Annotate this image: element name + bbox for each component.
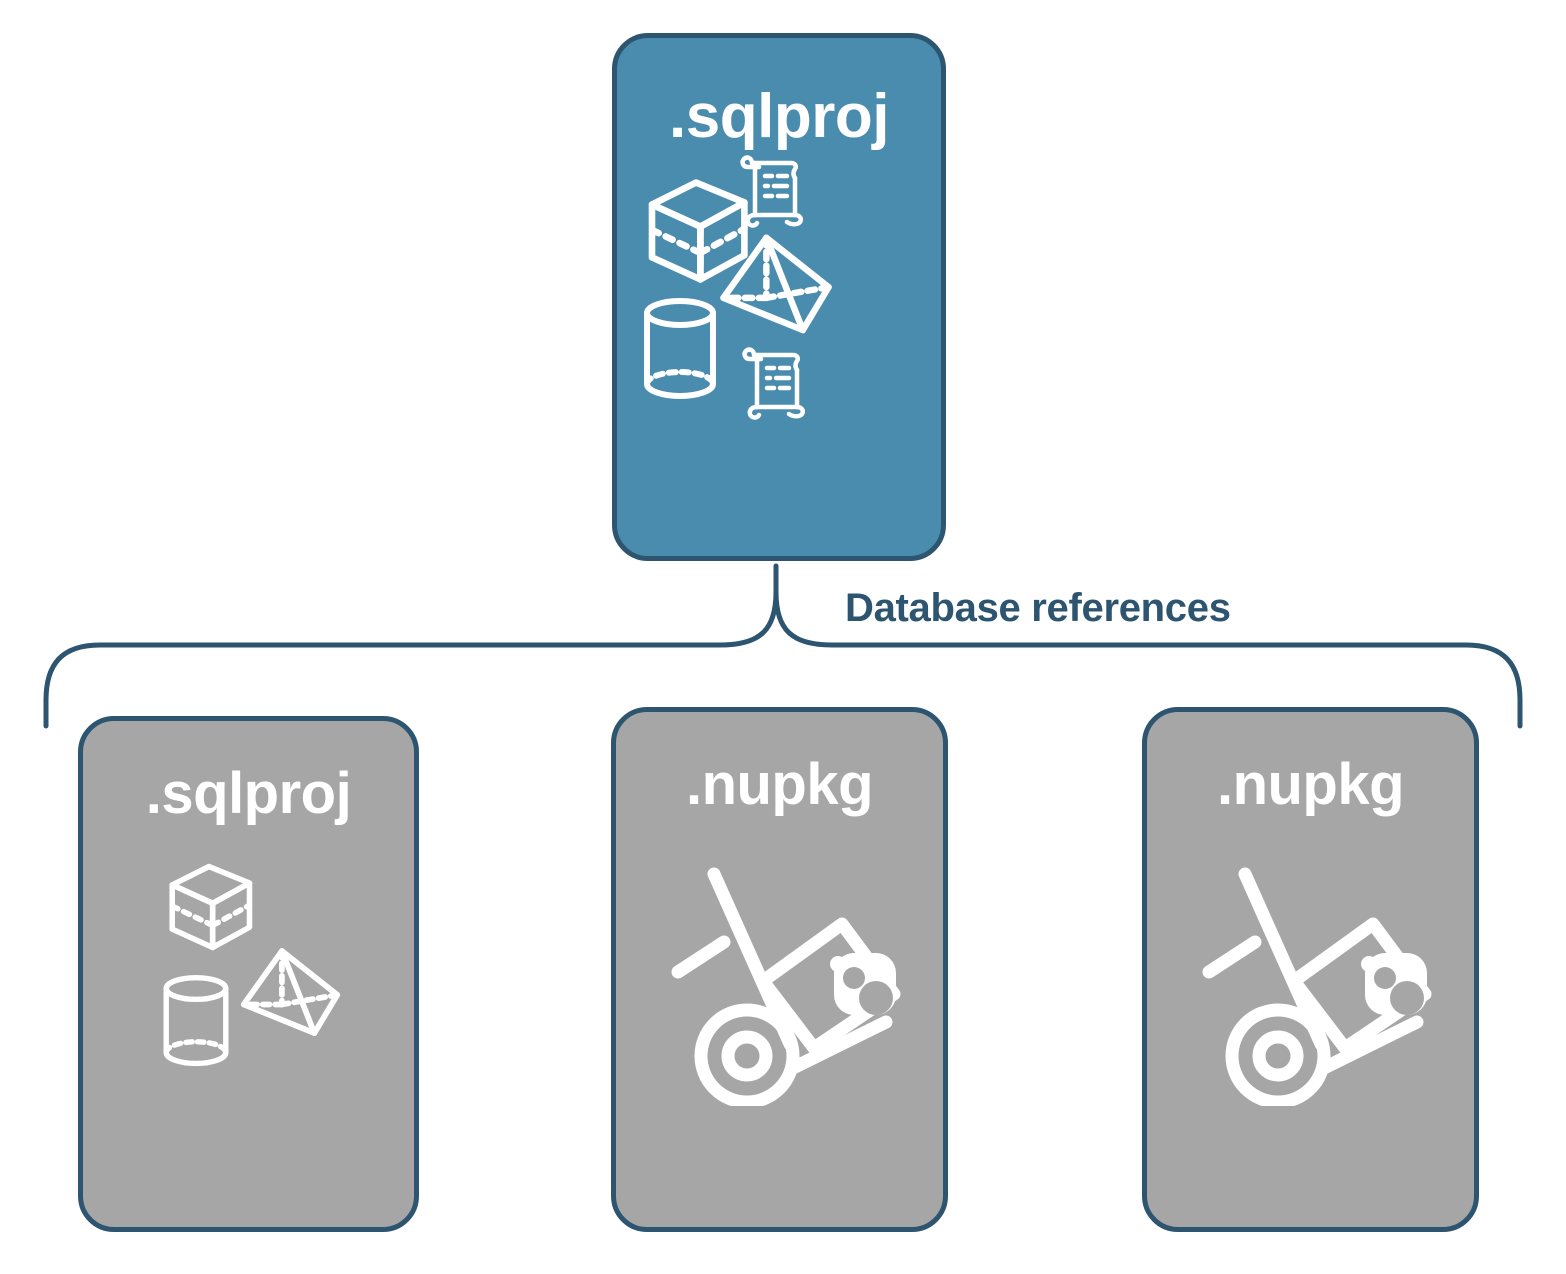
pyramid-icon: [720, 234, 832, 334]
node-nupkg-1-label: .nupkg: [685, 752, 874, 817]
scroll-icon: [740, 155, 803, 228]
node-nupkg-2[interactable]: .nupkg: [1142, 707, 1479, 1232]
package-handtruck-icon: [671, 867, 901, 1106]
node-sqlproj-root-label: .sqlproj: [669, 82, 889, 151]
node-nupkg-2-icons: [1147, 814, 1474, 1227]
node-sqlproj-root-icons: [617, 148, 941, 556]
node-sqlproj-root[interactable]: .sqlproj: [612, 33, 946, 561]
cube-icon: [648, 179, 748, 283]
node-sqlproj-reference-icons: [83, 823, 414, 1227]
node-sqlproj-reference[interactable]: .sqlproj: [78, 716, 419, 1232]
node-sqlproj-reference-label: .sqlproj: [145, 761, 352, 826]
node-nupkg-1[interactable]: .nupkg: [611, 707, 948, 1232]
package-handtruck-icon: [1202, 867, 1432, 1106]
scroll-icon: [742, 347, 805, 420]
node-nupkg-1-icons: [616, 814, 943, 1227]
pyramid-icon: [240, 948, 341, 1036]
database-references-label: Database references: [845, 586, 1231, 630]
node-nupkg-2-label: .nupkg: [1216, 752, 1405, 817]
cube-icon: [169, 863, 253, 951]
cylinder-icon: [644, 298, 716, 399]
cylinder-icon: [163, 974, 229, 1067]
